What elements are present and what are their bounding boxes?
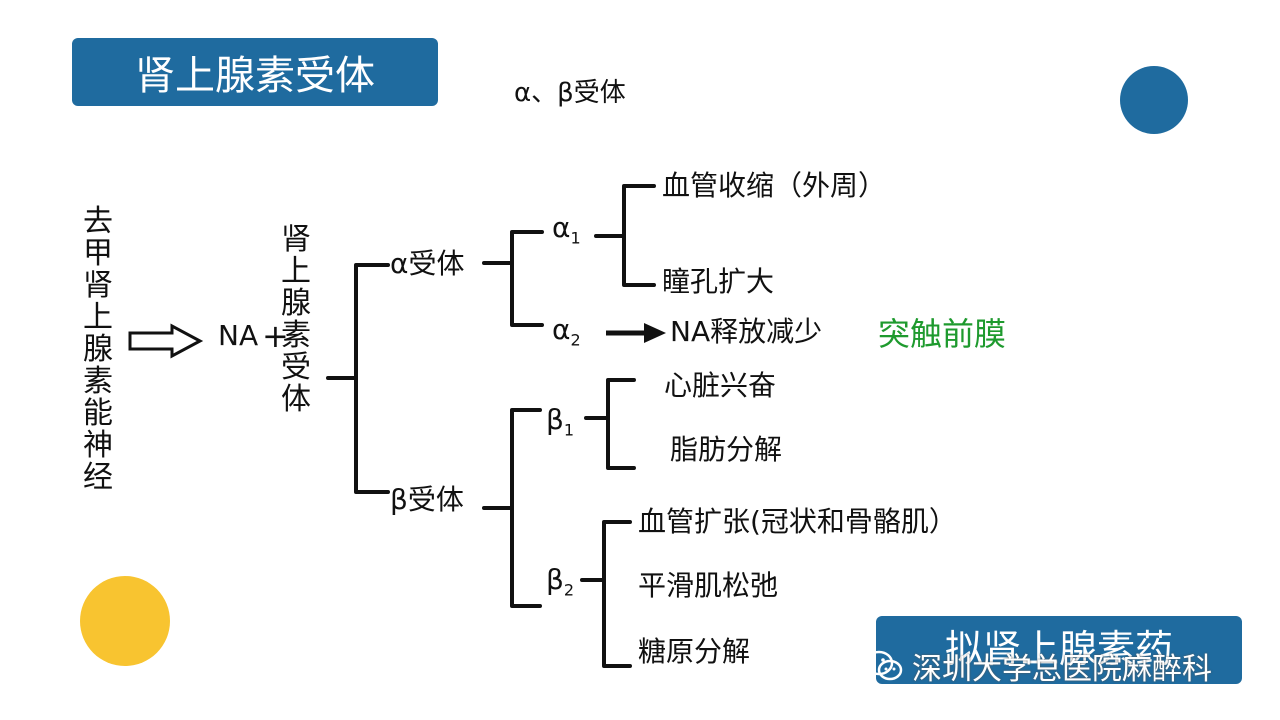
- alpha1-effect-2: 瞳孔扩大: [662, 265, 775, 298]
- hollow-arrow: [128, 323, 204, 359]
- beta1-symbol: β: [546, 403, 564, 436]
- alpha2-symbol: α: [552, 313, 571, 346]
- alpha1-bracket: [594, 184, 656, 287]
- alpha-receptor-label: α受体: [390, 247, 465, 280]
- beta2-label: β2: [546, 566, 574, 599]
- title-box: 肾上腺素受体: [72, 38, 438, 106]
- beta2-symbol: β: [546, 563, 564, 596]
- beta2-bracket: [580, 520, 632, 668]
- beta1-effect-1: 心脏兴奋: [664, 369, 777, 402]
- beta1-label: β1: [546, 406, 574, 439]
- beta2-subscript: 2: [563, 580, 575, 600]
- receptor-label: 肾上腺素受体: [281, 222, 311, 417]
- alpha2-label: α2: [552, 316, 581, 349]
- blue-circle-decoration: [1120, 66, 1188, 134]
- watermark: 深圳大学总医院麻醉科: [864, 646, 1212, 687]
- beta2-effect-3: 糖原分解: [638, 635, 751, 668]
- alpha2-effect: NA释放减少: [670, 315, 823, 348]
- watermark-text: 深圳大学总医院麻醉科: [912, 652, 1212, 687]
- source-neuron-label: 去甲肾上腺素能神经: [83, 204, 113, 495]
- alpha1-label: α1: [552, 214, 581, 247]
- bottom-banner: 拟肾上腺素药: [876, 616, 1242, 684]
- alpha-bracket: [482, 230, 544, 327]
- beta-bracket: [482, 408, 542, 608]
- wechat-icon: [864, 650, 903, 681]
- alpha1-effect-1: 血管收缩（外周）: [662, 169, 887, 202]
- page-title: 肾上腺素受体: [135, 53, 375, 99]
- alpha2-arrow-head: [644, 323, 666, 343]
- alpha2-subscript: 2: [570, 330, 581, 350]
- beta2-effect-2: 平滑肌松弛: [638, 569, 779, 602]
- beta2-effect-1: 血管扩张(冠状和骨骼肌）: [638, 505, 957, 538]
- alpha1-subscript: 1: [570, 228, 581, 248]
- bottom-banner-text: 拟肾上腺素药: [944, 627, 1173, 671]
- yellow-circle-decoration: [80, 576, 170, 666]
- beta1-bracket: [584, 378, 636, 470]
- main-bracket: [326, 263, 390, 494]
- beta1-subscript: 1: [563, 420, 575, 440]
- alpha2-note: 突触前膜: [878, 315, 1007, 353]
- beta-receptor-label: β受体: [390, 483, 464, 516]
- na-label: NA: [218, 319, 259, 352]
- subtitle: α、β受体: [514, 78, 626, 108]
- beta1-effect-2: 脂肪分解: [670, 433, 783, 466]
- alpha1-symbol: α: [552, 211, 571, 244]
- plus-sign: +: [262, 317, 289, 355]
